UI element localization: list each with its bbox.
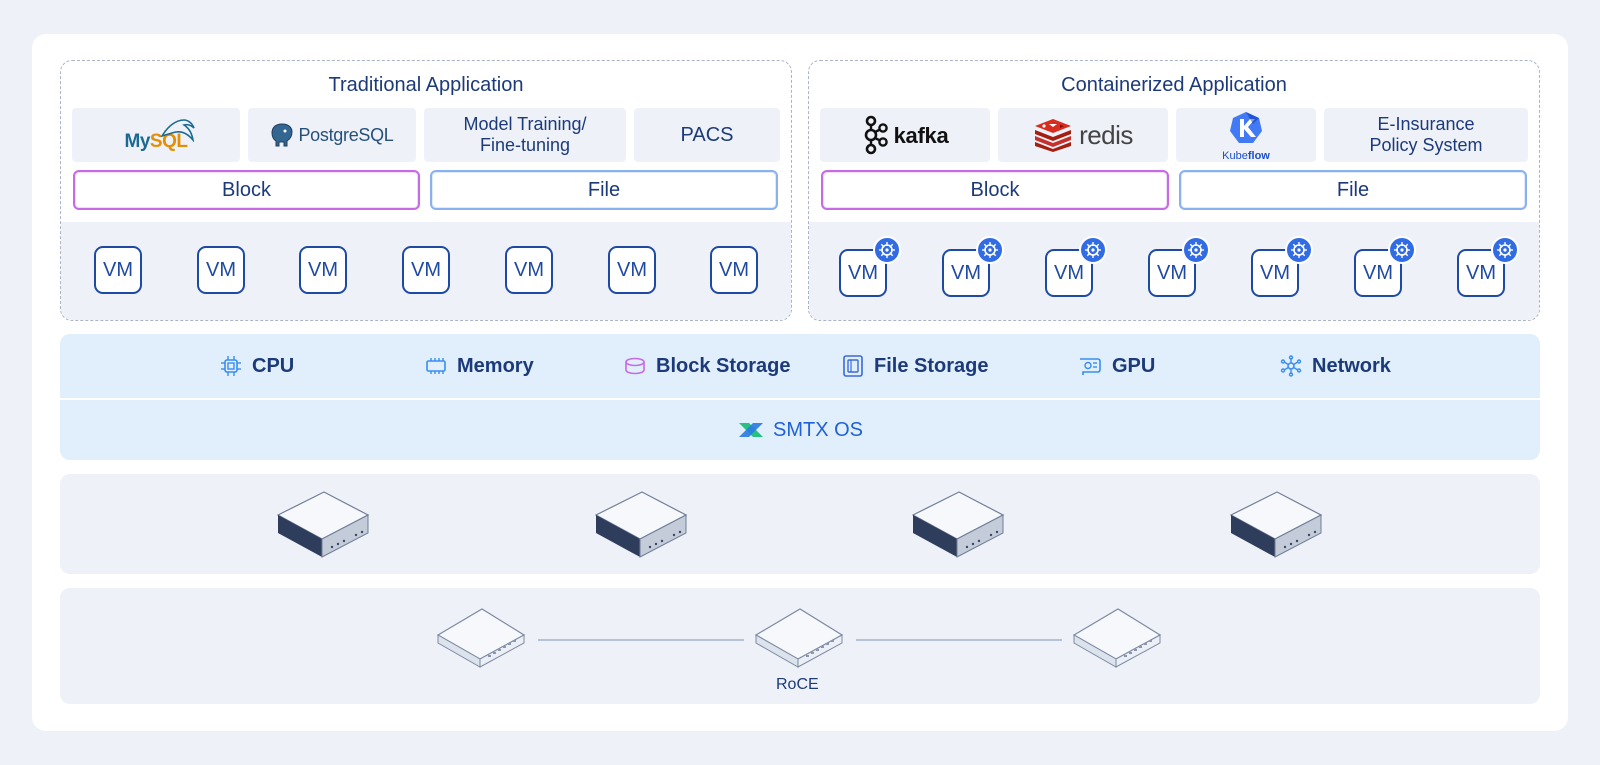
postgresql-logo-text: PostgreSQL [298,124,394,145]
kubernetes-icon [1182,236,1210,264]
kubernetes-icon [976,236,1004,264]
kubeflow-logo-kube: Kube [1222,150,1248,162]
network-resource: Network [1280,334,1391,398]
network-label: Network [1312,354,1391,377]
traditional-block-storage: Block [73,170,420,210]
memory-icon [426,358,446,374]
containerized-vm: VM [1148,249,1196,297]
gpu-icon [1080,358,1101,375]
dolphin-icon [160,119,195,142]
kubernetes-icon [1388,236,1416,264]
server-icon [594,491,688,558]
kubernetes-icon [1079,236,1107,264]
roce-label: RoCE [776,676,819,693]
containerized-block-storage: Block [821,170,1169,210]
traditional-vm: VM [710,246,758,294]
cpu-icon [221,356,241,376]
redis-icon [1035,119,1072,152]
roce-link [538,639,744,641]
kafka-logo-text: kafka [893,122,949,148]
memory-resource: Memory [425,334,534,398]
file-storage-resource: File Storage [842,334,988,398]
gpu-label: GPU [1112,354,1156,377]
smtx-os-logo [738,423,763,437]
model-training-tile: Model Training/ Fine-tuning [424,108,626,162]
block-storage-icon [625,357,645,375]
gpu-resource: GPU [1078,334,1155,398]
traditional-vm: VM [608,246,656,294]
memory-label: Memory [457,354,534,377]
kubernetes-icon [1285,236,1313,264]
file-storage-icon [843,355,863,377]
elephant-icon [271,123,293,147]
e-insurance-tile: E-Insurance Policy System [1324,108,1528,162]
switch-icon [754,608,844,668]
server-icon [276,491,370,558]
mysql-logo-my: My [124,130,151,152]
traditional-vm: VM [94,246,142,294]
pacs-tile: PACS [634,108,780,162]
redis-logo-text: redis [1079,119,1133,150]
traditional-vm: VM [197,246,245,294]
kubernetes-icon [873,236,901,264]
containerized-application-title: Containerized Application [1061,74,1287,96]
server-icon [1229,491,1323,558]
traditional-file-storage: File [430,170,778,210]
traditional-application-group: Traditional Application [60,60,792,321]
kubeflow-logo-text: Kubeflow [1176,146,1316,167]
traditional-vm: VM [505,246,553,294]
kafka-logo: kafka [820,108,990,162]
kubeflow-logo-flow: flow [1247,150,1270,162]
kubeflow-logo: Kubeflow [1176,108,1316,162]
block-storage-resource: Block Storage [624,334,790,398]
kubeflow-icon [1230,112,1262,143]
traditional-vm: VM [299,246,347,294]
network-icon [1280,355,1302,377]
containerized-file-storage: File [1179,170,1527,210]
switch-icon [1072,608,1162,668]
mysql-logo-sql: SQL [149,130,188,152]
kafka-icon [864,115,888,155]
block-storage-label: Block Storage [656,354,791,377]
smtx-os-label: SMTX OS [772,418,863,441]
redis-logo: redis [998,108,1168,162]
resources-bar: CPU Memory Block Storage File Storage GP… [60,334,1540,398]
file-storage-label: File Storage [874,354,989,377]
cpu-resource: CPU [220,334,294,398]
traditional-vm: VM [402,246,450,294]
os-bar: SMTX OS [60,400,1540,460]
kubernetes-icon [1491,236,1519,264]
postgresql-logo: PostgreSQL [248,108,416,162]
roce-link [856,639,1062,641]
mysql-logo: MySQL [72,108,240,162]
traditional-application-title: Traditional Application [328,74,524,96]
switch-icon [436,608,526,668]
cpu-label: CPU [252,354,295,377]
server-icon [911,491,1005,558]
